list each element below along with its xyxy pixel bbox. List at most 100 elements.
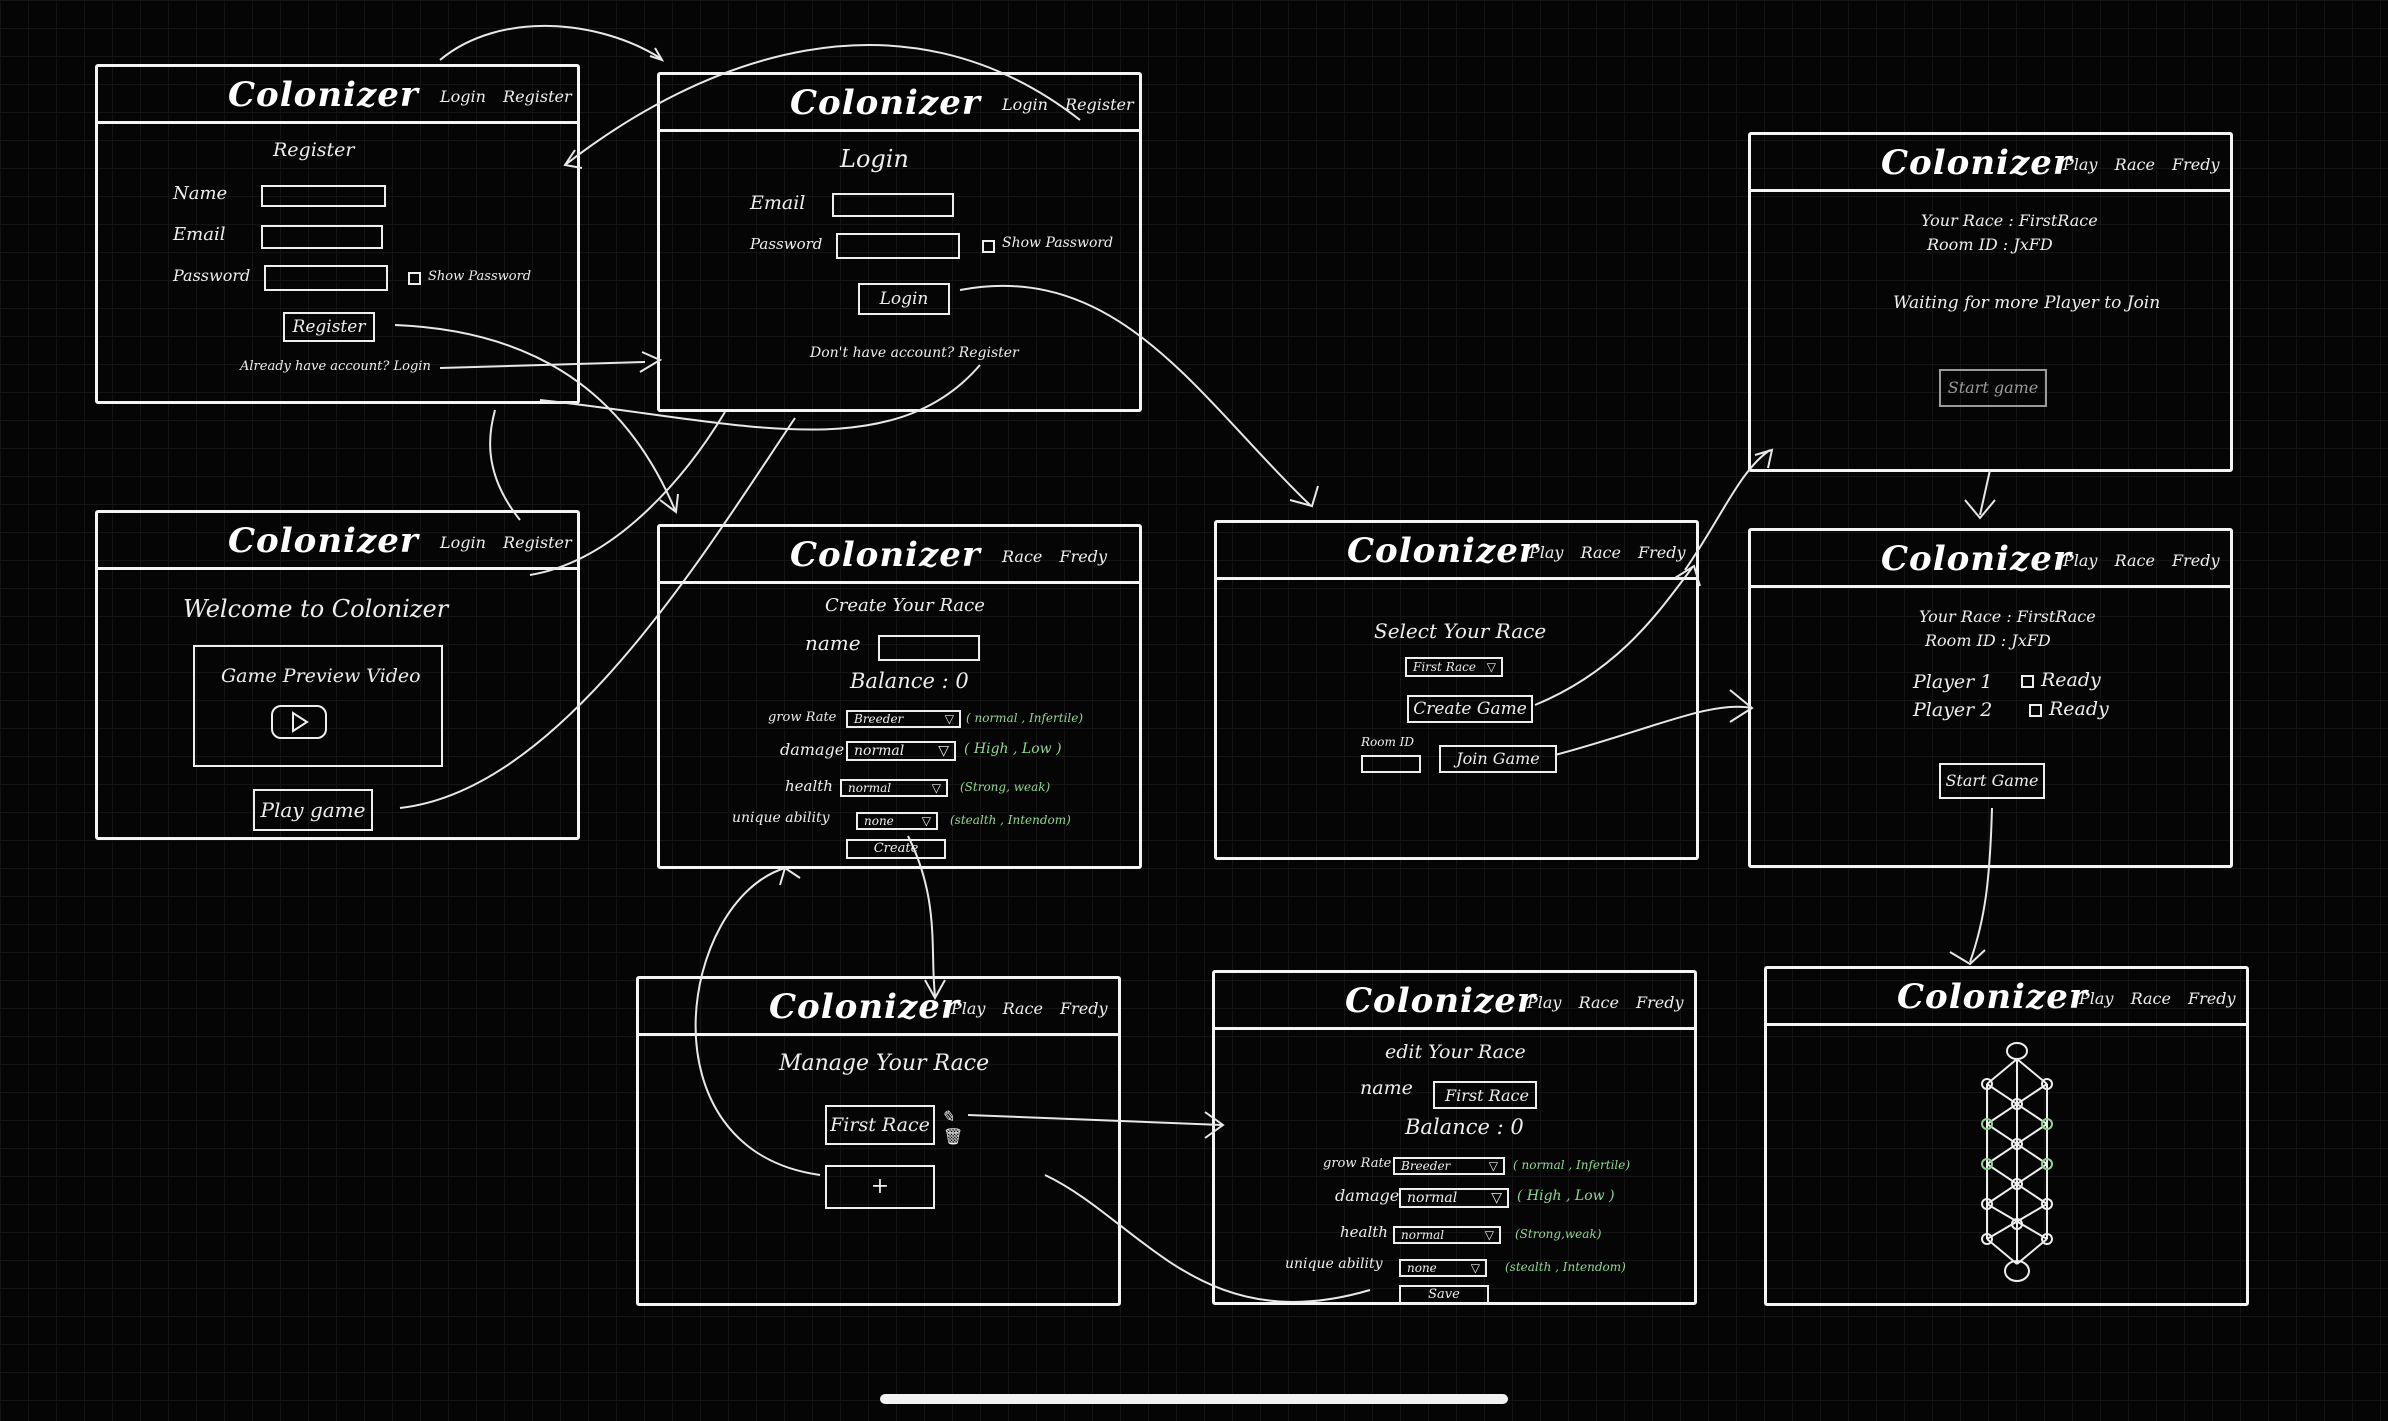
flow-arrow (1534, 567, 1693, 706)
map-node (2041, 1198, 2053, 1210)
start-game-button-disabled[interactable]: Start game (1939, 369, 2047, 407)
edit-icon[interactable]: ✎ (941, 1107, 955, 1126)
welcome-heading: Welcome to Colonizer (183, 595, 449, 623)
password-field[interactable] (836, 233, 960, 259)
home-indicator-bar[interactable] (880, 1394, 1508, 1404)
join-game-button[interactable]: Join Game (1439, 745, 1557, 773)
name-field[interactable] (261, 185, 386, 207)
grow-rate-dropdown[interactable]: Breeder▽ (846, 710, 961, 728)
nav-play-link[interactable]: Play (2079, 989, 2114, 1008)
create-race-heading: Create Your Race (825, 595, 985, 616)
flow-arrow (489, 409, 521, 521)
waiting-room-screen: Colonizer Play Race Fredy Your Race : Fi… (1748, 132, 2233, 472)
nav-user-link[interactable]: Fredy (1636, 993, 1684, 1012)
start-game-button[interactable]: Start Game (1939, 763, 2045, 799)
app-title: Colonizer (790, 535, 981, 575)
health-dropdown[interactable]: normal▽ (840, 779, 948, 797)
nav-user-link[interactable]: Fredy (1638, 543, 1686, 562)
flow-arrow (694, 867, 821, 1176)
nav-user-link[interactable]: Fredy (2172, 551, 2220, 570)
player2-ready-checkbox[interactable] (2029, 704, 2042, 717)
title-bar: Colonizer Play Race Fredy (1215, 973, 1694, 1030)
chevron-down-icon: ▽ (938, 743, 949, 759)
grow-rate-hint: ( normal , Infertile) (1513, 1158, 1631, 1172)
login-button[interactable]: Login (858, 283, 950, 315)
grow-rate-dropdown[interactable]: Breeder▽ (1393, 1157, 1505, 1175)
health-hint: (Strong, weak) (960, 780, 1051, 794)
nav-race-link[interactable]: Race (1578, 993, 1619, 1012)
email-field[interactable] (832, 193, 954, 217)
damage-dropdown[interactable]: normal▽ (1399, 1188, 1509, 1208)
nav-play-link[interactable]: Play (951, 999, 986, 1018)
login-heading: Login (840, 145, 909, 173)
map-node (2004, 1260, 2030, 1282)
grow-rate-hint: ( normal , Infertile) (966, 711, 1084, 725)
email-field[interactable] (261, 225, 383, 249)
nav-play-link[interactable]: Play (1529, 543, 1564, 562)
nav-register-link[interactable]: Register (503, 533, 572, 552)
trash-icon[interactable]: 🗑 (943, 1127, 964, 1146)
show-password-checkbox[interactable] (408, 272, 421, 285)
nav-register-link[interactable]: Register (503, 87, 572, 106)
nav-user-link[interactable]: Fredy (1060, 999, 1108, 1018)
create-race-button[interactable]: Create (846, 839, 946, 859)
flow-arrow (1684, 449, 1771, 571)
nav-race-link[interactable]: Race (2114, 155, 2155, 174)
race-select-dropdown[interactable]: First Race▽ (1405, 657, 1503, 677)
ability-dropdown[interactable]: none▽ (856, 812, 938, 830)
register-prompt-link[interactable]: Don't have account? Register (810, 345, 1019, 361)
register-button[interactable]: Register (283, 312, 375, 342)
balance-text: Balance : 0 (850, 669, 969, 693)
name-label: Name (173, 183, 228, 204)
map-node (1981, 1158, 1993, 1170)
race-item-first-race[interactable]: First Race (825, 1105, 935, 1145)
save-race-button[interactable]: Save (1399, 1285, 1489, 1305)
register-screen: Colonizer Login Register Register Name E… (95, 64, 580, 404)
race-name-field[interactable] (878, 635, 980, 661)
grow-rate-value: Breeder (854, 712, 904, 726)
arrowhead (1754, 448, 1774, 469)
nav-play-link[interactable]: Play (2063, 551, 2098, 570)
edit-race-screen: Colonizer Play Race Fredy edit Your Race… (1212, 970, 1697, 1305)
flow-arrow (959, 284, 1311, 506)
nav-race-link[interactable]: Race (2130, 989, 2171, 1008)
nav-play-link[interactable]: Play (2063, 155, 2098, 174)
ability-dropdown[interactable]: none▽ (1399, 1259, 1487, 1277)
show-password-checkbox[interactable] (982, 240, 995, 253)
nav-race-link[interactable]: Race (1580, 543, 1621, 562)
password-field[interactable] (264, 265, 388, 291)
race-name-field[interactable]: First Race (1433, 1081, 1537, 1109)
app-title: Colonizer (1345, 981, 1536, 1021)
add-race-button[interactable]: + (825, 1165, 935, 1209)
health-hint: (Strong,weak) (1515, 1227, 1602, 1241)
video-preview-box[interactable]: Game Preview Video (193, 645, 443, 767)
nav-login-link[interactable]: Login (440, 87, 486, 106)
room-id-field[interactable] (1361, 755, 1421, 773)
select-race-screen: Colonizer Play Race Fredy Select Your Ra… (1214, 520, 1699, 860)
player1-ready-checkbox[interactable] (2021, 675, 2034, 688)
nav-play-link[interactable]: Play (1527, 993, 1562, 1012)
player2-ready-label: Ready (2049, 698, 2109, 720)
play-game-button[interactable]: Play game (253, 789, 373, 831)
damage-dropdown[interactable]: normal▽ (846, 741, 956, 761)
map-node (2041, 1233, 2053, 1245)
name-label: name (1360, 1077, 1413, 1099)
login-prompt-link[interactable]: Already have account? Login (240, 359, 431, 374)
map-node (2011, 1138, 2023, 1150)
map-node (2011, 1218, 2023, 1230)
nav-user-link[interactable]: Fredy (2188, 989, 2236, 1008)
play-video-button[interactable] (271, 705, 327, 739)
create-game-button[interactable]: Create Game (1407, 695, 1533, 723)
nav-login-link[interactable]: Login (1002, 95, 1048, 114)
nav-race-link[interactable]: Race (2114, 551, 2155, 570)
health-dropdown[interactable]: normal▽ (1393, 1226, 1501, 1244)
nav-user-link[interactable]: Fredy (1059, 547, 1107, 566)
edit-race-heading: edit Your Race (1385, 1041, 1526, 1063)
nav-race-link[interactable]: Race (1002, 999, 1043, 1018)
show-password-label: Show Password (428, 269, 532, 284)
nav-register-link[interactable]: Register (1065, 95, 1134, 114)
game-map-graph[interactable] (1967, 1039, 2067, 1289)
nav-user-link[interactable]: Fredy (2172, 155, 2220, 174)
nav-race-link[interactable]: Race (1002, 547, 1043, 566)
nav-login-link[interactable]: Login (440, 533, 486, 552)
